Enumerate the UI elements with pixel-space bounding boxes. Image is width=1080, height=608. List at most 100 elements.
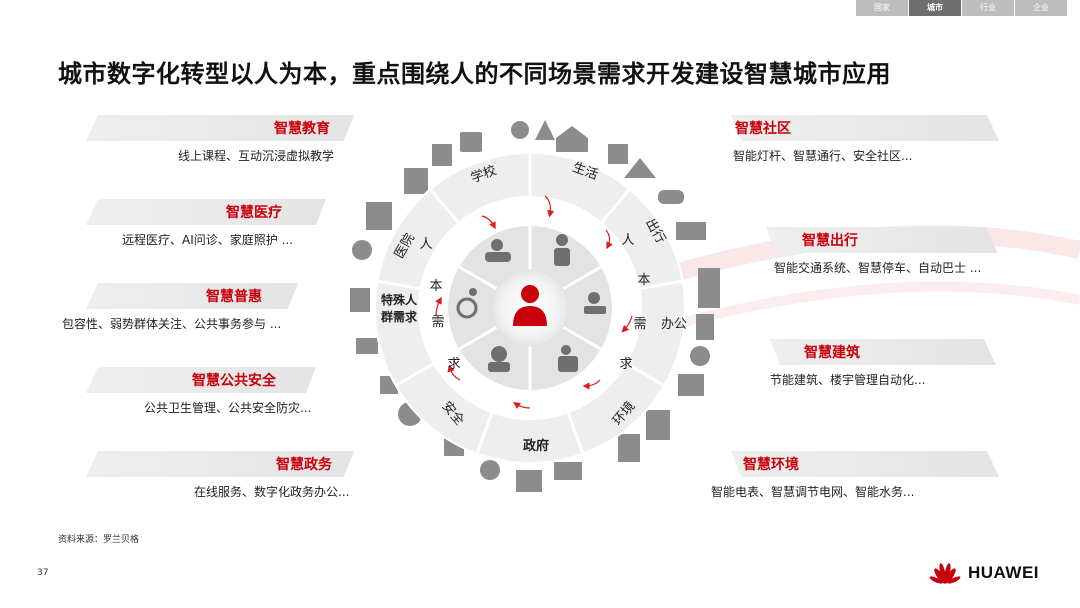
- network-icon: [350, 288, 370, 312]
- courthouse-icon: [516, 470, 542, 492]
- left-char-2: 本: [429, 279, 442, 294]
- card-description: 智能灯杆、智慧通行、安全社区...: [733, 149, 913, 163]
- school-building-icon: [460, 132, 482, 152]
- worker-desk: [584, 306, 606, 314]
- card-smart-building: 智慧建筑 节能建筑、楼宇管理自动化...: [770, 339, 1040, 387]
- card-title: 智慧医疗: [226, 205, 282, 221]
- card-smart-community: 智慧社区 智能灯杆、智慧通行、安全社区...: [731, 115, 1001, 163]
- family-icon: [561, 345, 571, 355]
- house-icon: [556, 126, 588, 152]
- brand-name: HUAWEI: [968, 563, 1039, 582]
- truck-icon: [676, 222, 706, 240]
- person-icon: [513, 285, 547, 326]
- baby-icon: [491, 239, 503, 251]
- card-description: 包容性、弱势群体关注、公共事务参与 ...: [62, 317, 282, 331]
- right-side-text: 人 本 需 求: [619, 233, 650, 372]
- left-char-4: 求: [447, 357, 460, 372]
- wheelchair-icon: [456, 297, 478, 319]
- card-description: 公共卫生管理、公共安全防灾...: [144, 401, 312, 415]
- card-description: 远程医疗、AI问诊、家庭照护 ...: [122, 233, 294, 247]
- top-nav-tabs: 国家 城市 行业 企业: [856, 0, 1068, 16]
- pine-tree-icon: [535, 120, 555, 140]
- card-banner: 智慧公共安全: [86, 367, 356, 393]
- elderly-icon: [491, 346, 507, 362]
- card-title: 智慧普惠: [206, 289, 262, 305]
- page-title: 城市数字化转型以人为本，重点围绕人的不同场景需求开发建设智慧城市应用: [58, 60, 891, 88]
- hospital-icon: [366, 202, 392, 230]
- graduate-icon: [556, 234, 568, 246]
- tab-enterprise[interactable]: 企业: [1015, 0, 1068, 16]
- worker-icon: [588, 292, 600, 304]
- card-description: 智能交通系统、智慧停车、自动巴士 ...: [774, 261, 982, 275]
- left-char-1: 人: [419, 237, 432, 252]
- clinic-icon: [404, 168, 428, 194]
- card-banner: 智慧环境: [731, 451, 1001, 477]
- card-smart-healthcare: 智慧医疗 远程医疗、AI问诊、家庭照护 ...: [86, 199, 356, 247]
- wind-turbine-icon: [618, 434, 640, 462]
- segment-office: 办公: [661, 317, 687, 332]
- card-banner: 智慧普惠: [86, 283, 356, 309]
- card-description: 线上课程、互动沉浸虚拟教学: [178, 149, 335, 163]
- card-banner: 智慧出行: [766, 227, 1036, 253]
- card-title: 智慧教育: [274, 121, 330, 137]
- segment-government: 政府: [523, 438, 549, 454]
- bus-icon: [432, 144, 452, 166]
- huawei-logo: HUAWEI: [928, 560, 1039, 586]
- shop-icon: [608, 144, 628, 164]
- card-title: 智慧政务: [276, 457, 332, 473]
- wheelchair-head: [469, 288, 477, 296]
- card-smart-public-safety: 智慧公共安全 公共卫生管理、公共安全防灾...: [86, 367, 356, 415]
- tree-icon-3: [690, 346, 710, 366]
- card-title: 智慧公共安全: [192, 373, 276, 389]
- family-body: [558, 356, 578, 372]
- factory-icon: [678, 374, 704, 396]
- source-note: 资料来源：罗兰贝格: [58, 535, 140, 545]
- card-description: 节能建筑、楼宇管理自动化...: [770, 373, 926, 387]
- card-banner: 智慧社区: [731, 115, 1001, 141]
- heart-icon: [352, 240, 372, 260]
- people-icon: [356, 338, 378, 354]
- right-char-1: 人: [621, 233, 634, 248]
- right-char-2: 本: [637, 273, 650, 288]
- tab-city[interactable]: 城市: [909, 0, 962, 16]
- tab-country[interactable]: 国家: [856, 0, 909, 16]
- card-description: 智能电表、智慧调节电网、智能水务...: [711, 485, 915, 499]
- segment-special-group-label: 特殊人群需求: [380, 293, 417, 324]
- card-title: 智慧建筑: [804, 345, 860, 361]
- card-smart-government: 智慧政务 在线服务、数字化政务办公...: [86, 451, 356, 499]
- elderly-body: [488, 362, 510, 372]
- tree-icon: [511, 121, 529, 139]
- card-smart-environment: 智慧环境 智能电表、智慧调节电网、智能水务...: [711, 451, 1001, 499]
- tree-icon-4: [480, 460, 500, 480]
- card-banner: 智慧建筑: [770, 339, 1040, 365]
- card-banner: 智慧医疗: [86, 199, 356, 225]
- card-smart-education: 智慧教育 线上课程、互动沉浸虚拟教学: [86, 115, 356, 163]
- card-banner: 智慧政务: [86, 451, 356, 477]
- tree-icon-2: [624, 158, 656, 178]
- baby-body: [485, 252, 511, 262]
- flow-arrows: [435, 195, 633, 409]
- card-smart-inclusion: 智慧普惠 包容性、弱势群体关注、公共事务参与 ...: [62, 283, 356, 331]
- office-building-icon: [698, 268, 720, 308]
- tab-industry[interactable]: 行业: [962, 0, 1015, 16]
- card-title: 智慧出行: [802, 233, 858, 249]
- card-title: 智慧环境: [743, 457, 799, 473]
- power-plant-icon: [646, 410, 670, 440]
- left-char-3: 需: [431, 315, 444, 330]
- huawei-flower-icon: [929, 563, 961, 584]
- left-side-text: 人 本 需 求: [419, 237, 460, 372]
- city-scenario-wheel: 学校 生活 出行 办公 环境 政府 安全 医院 特殊人群需求: [350, 120, 720, 492]
- card-title: 智慧社区: [735, 121, 791, 137]
- inner-icons: [456, 234, 606, 372]
- car-icon: [658, 190, 684, 204]
- segment-special-group: 特殊人群需求: [380, 293, 417, 324]
- right-char-3: 需: [633, 317, 646, 332]
- card-smart-mobility: 智慧出行 智能交通系统、智慧停车、自动巴士 ...: [766, 227, 1036, 275]
- graduate-body: [554, 248, 570, 266]
- office-tower-icon: [696, 314, 714, 340]
- right-char-4: 求: [619, 357, 632, 372]
- page-number: 37: [37, 568, 49, 578]
- government-hall-icon: [554, 462, 582, 480]
- city-icon-ring: [350, 120, 720, 492]
- card-description: 在线服务、数字化政务办公...: [194, 485, 350, 499]
